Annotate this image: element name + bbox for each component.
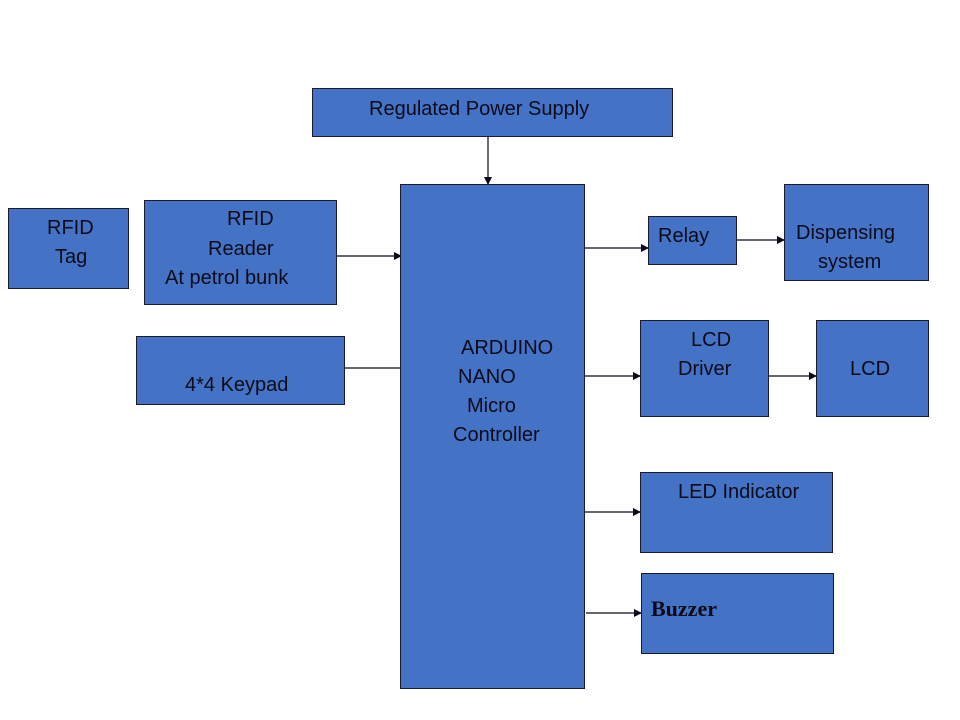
keypad-block: 4*4 Keypad (136, 336, 345, 405)
power-supply-label: Regulated Power Supply (369, 98, 590, 120)
arduino-block: ARDUINO NANO Micro Controller (400, 184, 585, 689)
rfid-reader-block: RFID Reader At petrol bunk (144, 200, 337, 305)
arduino-label-line3: Micro (467, 395, 516, 417)
lcd-driver-label-line1: LCD (691, 329, 732, 351)
arduino-label-line2: NANO (458, 366, 516, 388)
dispensing-system-block: Dispensing system (784, 184, 929, 281)
lcd-driver-label-line2: Driver (678, 358, 732, 380)
arduino-label-line1: ARDUINO (461, 337, 554, 359)
rfid-tag-block: RFID Tag (8, 208, 129, 289)
rfid-tag-label-line2: Tag (55, 246, 88, 268)
arduino-label-line4: Controller (453, 424, 540, 446)
lcd-block: LCD (816, 320, 929, 417)
led-indicator-block: LED Indicator (640, 472, 833, 553)
buzzer-block: Buzzer (641, 573, 834, 654)
relay-label: Relay (658, 225, 710, 247)
keypad-label: 4*4 Keypad (185, 374, 289, 396)
power-supply-block: Regulated Power Supply (312, 88, 673, 137)
lcd-label: LCD (850, 358, 891, 380)
rfid-reader-label-line2: Reader (208, 238, 274, 260)
rfid-reader-label-line1: RFID (227, 208, 274, 230)
relay-block: Relay (648, 216, 737, 265)
buzzer-label: Buzzer (651, 596, 717, 621)
led-indicator-label: LED Indicator (678, 481, 800, 503)
dispensing-label-line1: Dispensing (796, 222, 895, 244)
rfid-reader-label-line3: At petrol bunk (165, 267, 289, 289)
rfid-tag-label-line1: RFID (47, 217, 94, 239)
lcd-driver-block: LCD Driver (640, 320, 769, 417)
dispensing-label-line2: system (818, 251, 882, 273)
